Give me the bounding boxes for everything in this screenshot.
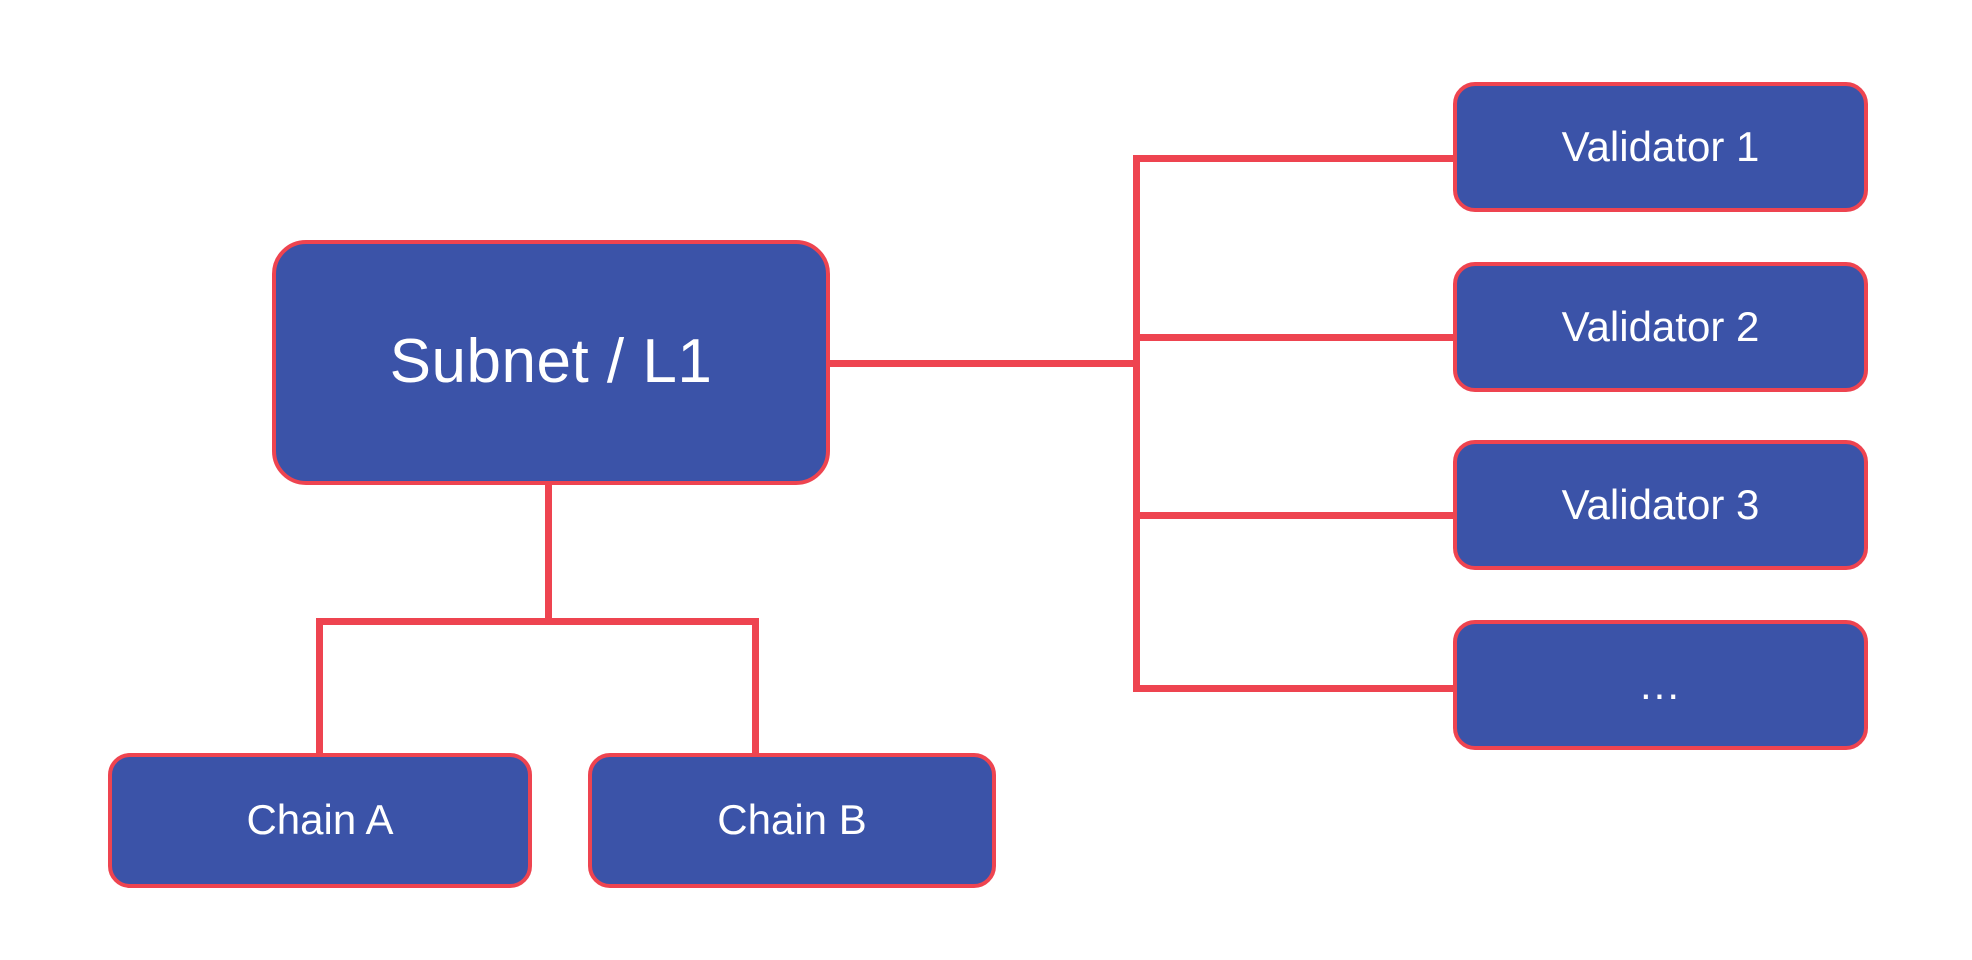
node-validator-more-label: ... — [1639, 660, 1681, 708]
node-subnet-l1[interactable]: Subnet / L1 — [272, 240, 830, 485]
edge-bar-to-chain-a — [316, 618, 323, 758]
node-validator-2-label: Validator 2 — [1561, 302, 1760, 350]
node-subnet-l1-label: Subnet / L1 — [389, 327, 713, 397]
node-validator-3[interactable]: Validator 3 — [1453, 440, 1868, 570]
node-chain-a[interactable]: Chain A — [108, 753, 532, 888]
node-chain-b-label: Chain B — [717, 796, 867, 844]
edge-trunk-to-validator-1 — [1133, 155, 1458, 162]
edge-bar-to-chain-b — [752, 618, 759, 758]
node-validator-more[interactable]: ... — [1453, 620, 1868, 750]
edge-trunk-to-validator-2 — [1133, 334, 1458, 341]
node-chain-b[interactable]: Chain B — [588, 753, 996, 888]
node-validator-1[interactable]: Validator 1 — [1453, 82, 1868, 212]
node-validator-1-label: Validator 1 — [1561, 122, 1760, 170]
edge-chain-bar — [316, 618, 759, 625]
node-validator-2[interactable]: Validator 2 — [1453, 262, 1868, 392]
edge-root-stem-down — [545, 482, 552, 622]
edge-validator-trunk — [1133, 155, 1140, 692]
edge-root-to-validator-trunk — [826, 360, 1137, 367]
node-chain-a-label: Chain A — [246, 796, 394, 844]
edge-trunk-to-validator-4 — [1133, 685, 1458, 692]
node-validator-3-label: Validator 3 — [1561, 480, 1760, 528]
edge-trunk-to-validator-3 — [1133, 512, 1458, 519]
